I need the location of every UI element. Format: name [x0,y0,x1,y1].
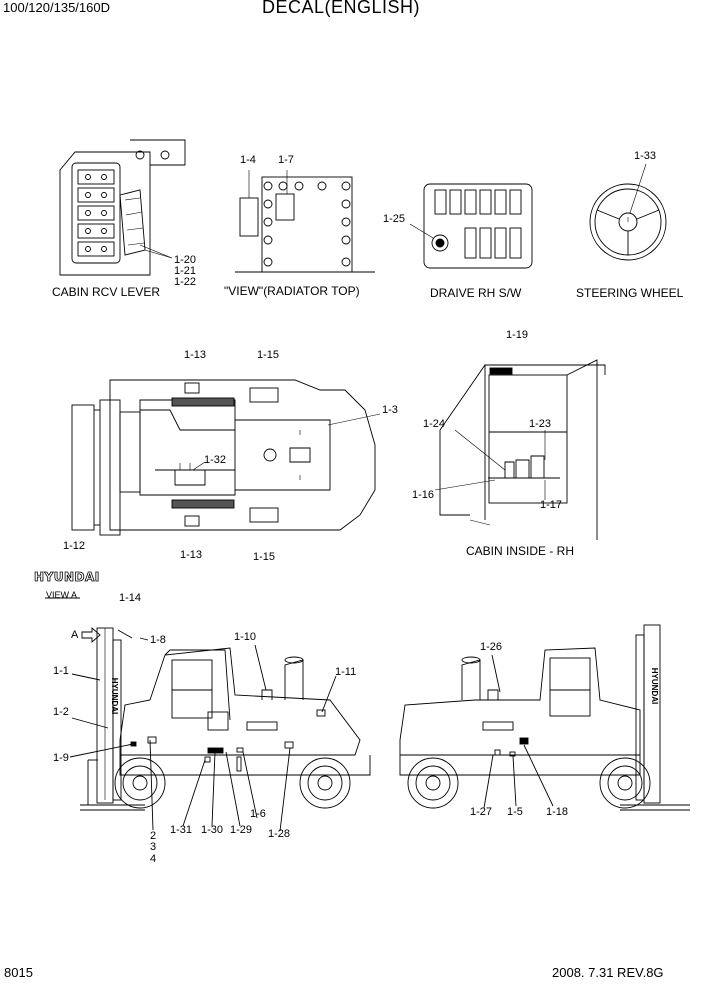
callout-1-18: 1-18 [546,806,569,818]
callout-1-27: 1-27 [470,806,493,818]
caption-view-a: VIEW A [46,590,78,600]
callout-1-8: 1-8 [150,634,166,646]
callout-1-6: 1-6 [250,808,266,820]
callout-1-4: 1-4 [240,154,256,166]
cabin-rcv-lever-illustration [59,139,186,276]
callout-1-14: 1-14 [119,592,142,604]
callout-1-33: 1-33 [634,150,657,162]
callout-1-24: 1-24 [423,418,446,430]
callout-1-30: 1-30 [201,824,224,836]
callout-1-10: 1-10 [234,631,257,643]
callout-1-21: 1-21 [174,265,197,277]
callout-1-28: 1-28 [268,828,291,840]
caption-steering-wheel: STEERING WHEEL [576,286,684,300]
callout-3: 3 [150,841,157,853]
radiator-top-illustration [235,170,375,273]
callout-1-16: 1-16 [412,489,435,501]
cabin-inside-rh-illustration [434,359,606,540]
forklift-left-side-view-illustration [69,627,371,832]
hyundai-logo-decal: HYUNDAI [34,570,100,585]
caption-cabin-rcv-lever: CABIN RCV LEVER [52,285,161,299]
caption-cabin-inside-rh: CABIN INSIDE - RH [466,544,575,558]
revision-date: 2008. 7.31 REV.8G [552,965,664,980]
callout-1-19: 1-19 [506,329,529,341]
callout-1-23: 1-23 [529,418,552,430]
callout-1-20: 1-20 [174,254,197,266]
callout-1-12: 1-12 [63,540,86,552]
callout-1-11: 1-11 [335,666,357,678]
steering-wheel-illustration [589,163,667,261]
mast-logo-right: HYUNDAI [650,667,660,705]
caption-view-radiator-top: "VIEW"(RADIATOR TOP) [224,284,360,298]
page-title: DECAL(ENGLISH) [262,0,421,17]
callout-1-13-top: 1-13 [184,349,207,361]
callout-1-32: 1-32 [204,454,227,466]
callout-4: 4 [150,853,157,865]
callout-1-5: 1-5 [507,806,523,818]
page-number: 8015 [4,965,33,980]
callout-2: 2 [150,830,157,842]
caption-drive-rh-switch: DRAIVE RH S/W [430,286,522,300]
forklift-top-view-illustration [71,379,381,536]
callout-1-2: 1-2 [53,706,69,718]
callout-1-1: 1-1 [53,665,69,677]
callout-1-3: 1-3 [382,404,398,416]
callout-1-29: 1-29 [230,824,253,836]
callout-1-17: 1-17 [540,499,563,511]
callout-1-7: 1-7 [278,154,294,166]
callout-1-26: 1-26 [480,641,503,653]
drive-switch-panel-illustration [409,183,533,269]
callout-1-15-top: 1-15 [257,349,280,361]
callout-1-13-bottom: 1-13 [180,549,203,561]
callout-1-9: 1-9 [53,752,69,764]
model-number: 100/120/135/160D [3,0,110,15]
callout-1-25: 1-25 [383,213,406,225]
callout-1-15-bottom: 1-15 [253,551,276,563]
callout-1-22: 1-22 [174,276,197,288]
forklift-right-side-view-illustration [399,624,690,811]
view-a-arrow-label: A [71,629,79,641]
mast-logo-left: HYUNDAI [110,677,120,715]
callout-1-31: 1-31 [170,824,193,836]
